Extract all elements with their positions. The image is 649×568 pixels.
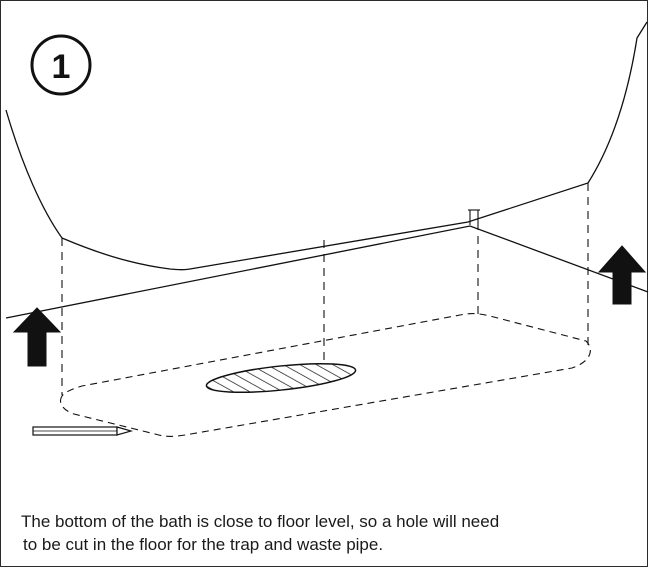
bath-outline: [5, 21, 648, 271]
step-badge-circle: [30, 34, 92, 96]
floor-cutout-outline: [59, 313, 591, 437]
pencil-icon: [32, 426, 134, 436]
floor-line: [5, 225, 649, 319]
step-number: 1: [52, 48, 71, 86]
up-arrow-left-icon: [12, 307, 62, 367]
bath-installation-illustration: 1: [5, 21, 649, 437]
up-arrow-right-icon: [597, 245, 647, 305]
caption-line-2: to be cut in the floor for the trap and …: [23, 535, 384, 554]
caption-line-1: The bottom of the bath is close to floor…: [21, 512, 500, 531]
projection-lines: [61, 183, 589, 395]
instruction-caption: The bottom of the bath is close to floor…: [21, 510, 636, 556]
hatched-waste-hole: [205, 362, 357, 394]
step-badge: 1: [30, 34, 92, 96]
